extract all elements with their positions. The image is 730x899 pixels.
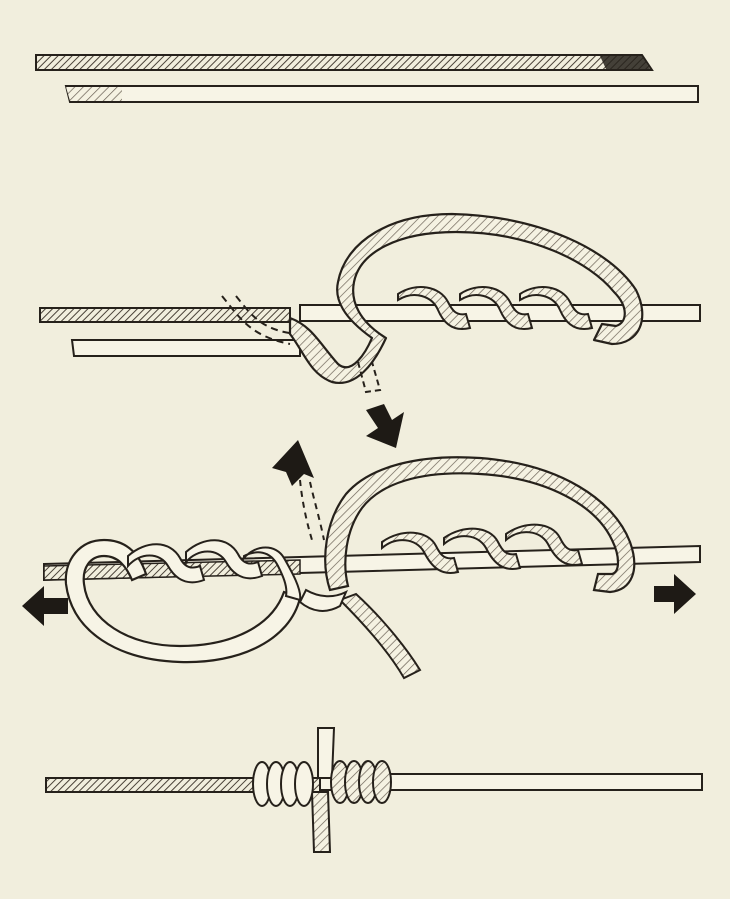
arrow-right-icon <box>654 574 696 614</box>
step-2-first-turns-wrapped <box>40 214 700 448</box>
step-1-lines-overlapped <box>36 55 698 102</box>
knot-coils-right <box>331 761 391 803</box>
knot-coils-left <box>253 762 313 806</box>
arrow-down-right-icon <box>366 404 404 448</box>
hatched-tail <box>340 594 420 678</box>
hatched-line <box>36 55 652 70</box>
plain-line <box>66 86 698 102</box>
hatched-loop <box>290 214 642 383</box>
tag-end-down <box>312 792 330 852</box>
arrow-left-icon <box>22 586 68 626</box>
plain-line-tail <box>72 340 300 356</box>
step-4-finished-knot <box>46 728 702 852</box>
arrow-up-left-icon <box>272 440 314 486</box>
step-3-second-turns-and-pull <box>22 440 700 678</box>
